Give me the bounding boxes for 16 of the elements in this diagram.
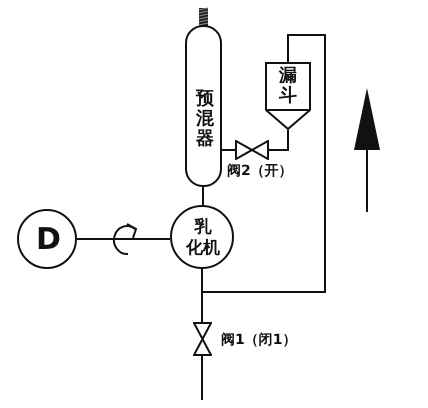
pipe-line <box>201 34 326 293</box>
pipe-line <box>269 130 289 151</box>
valve-symbol <box>193 322 212 356</box>
node-label: D <box>36 222 61 257</box>
pipe-line <box>201 356 203 400</box>
pipe-line <box>222 149 235 151</box>
pipe-line <box>77 238 170 240</box>
node-label: 预混器 <box>196 89 214 148</box>
valve-symbol <box>235 140 269 160</box>
pipe-line <box>202 187 204 205</box>
premixer-vessel <box>185 25 222 187</box>
hopper <box>265 62 311 130</box>
valve-label: 阀2（开） <box>227 162 293 180</box>
node-label: 乳化机 <box>186 217 220 260</box>
node-label: 漏斗 <box>279 66 297 106</box>
valve-label: 阀1（闭1） <box>221 331 296 349</box>
